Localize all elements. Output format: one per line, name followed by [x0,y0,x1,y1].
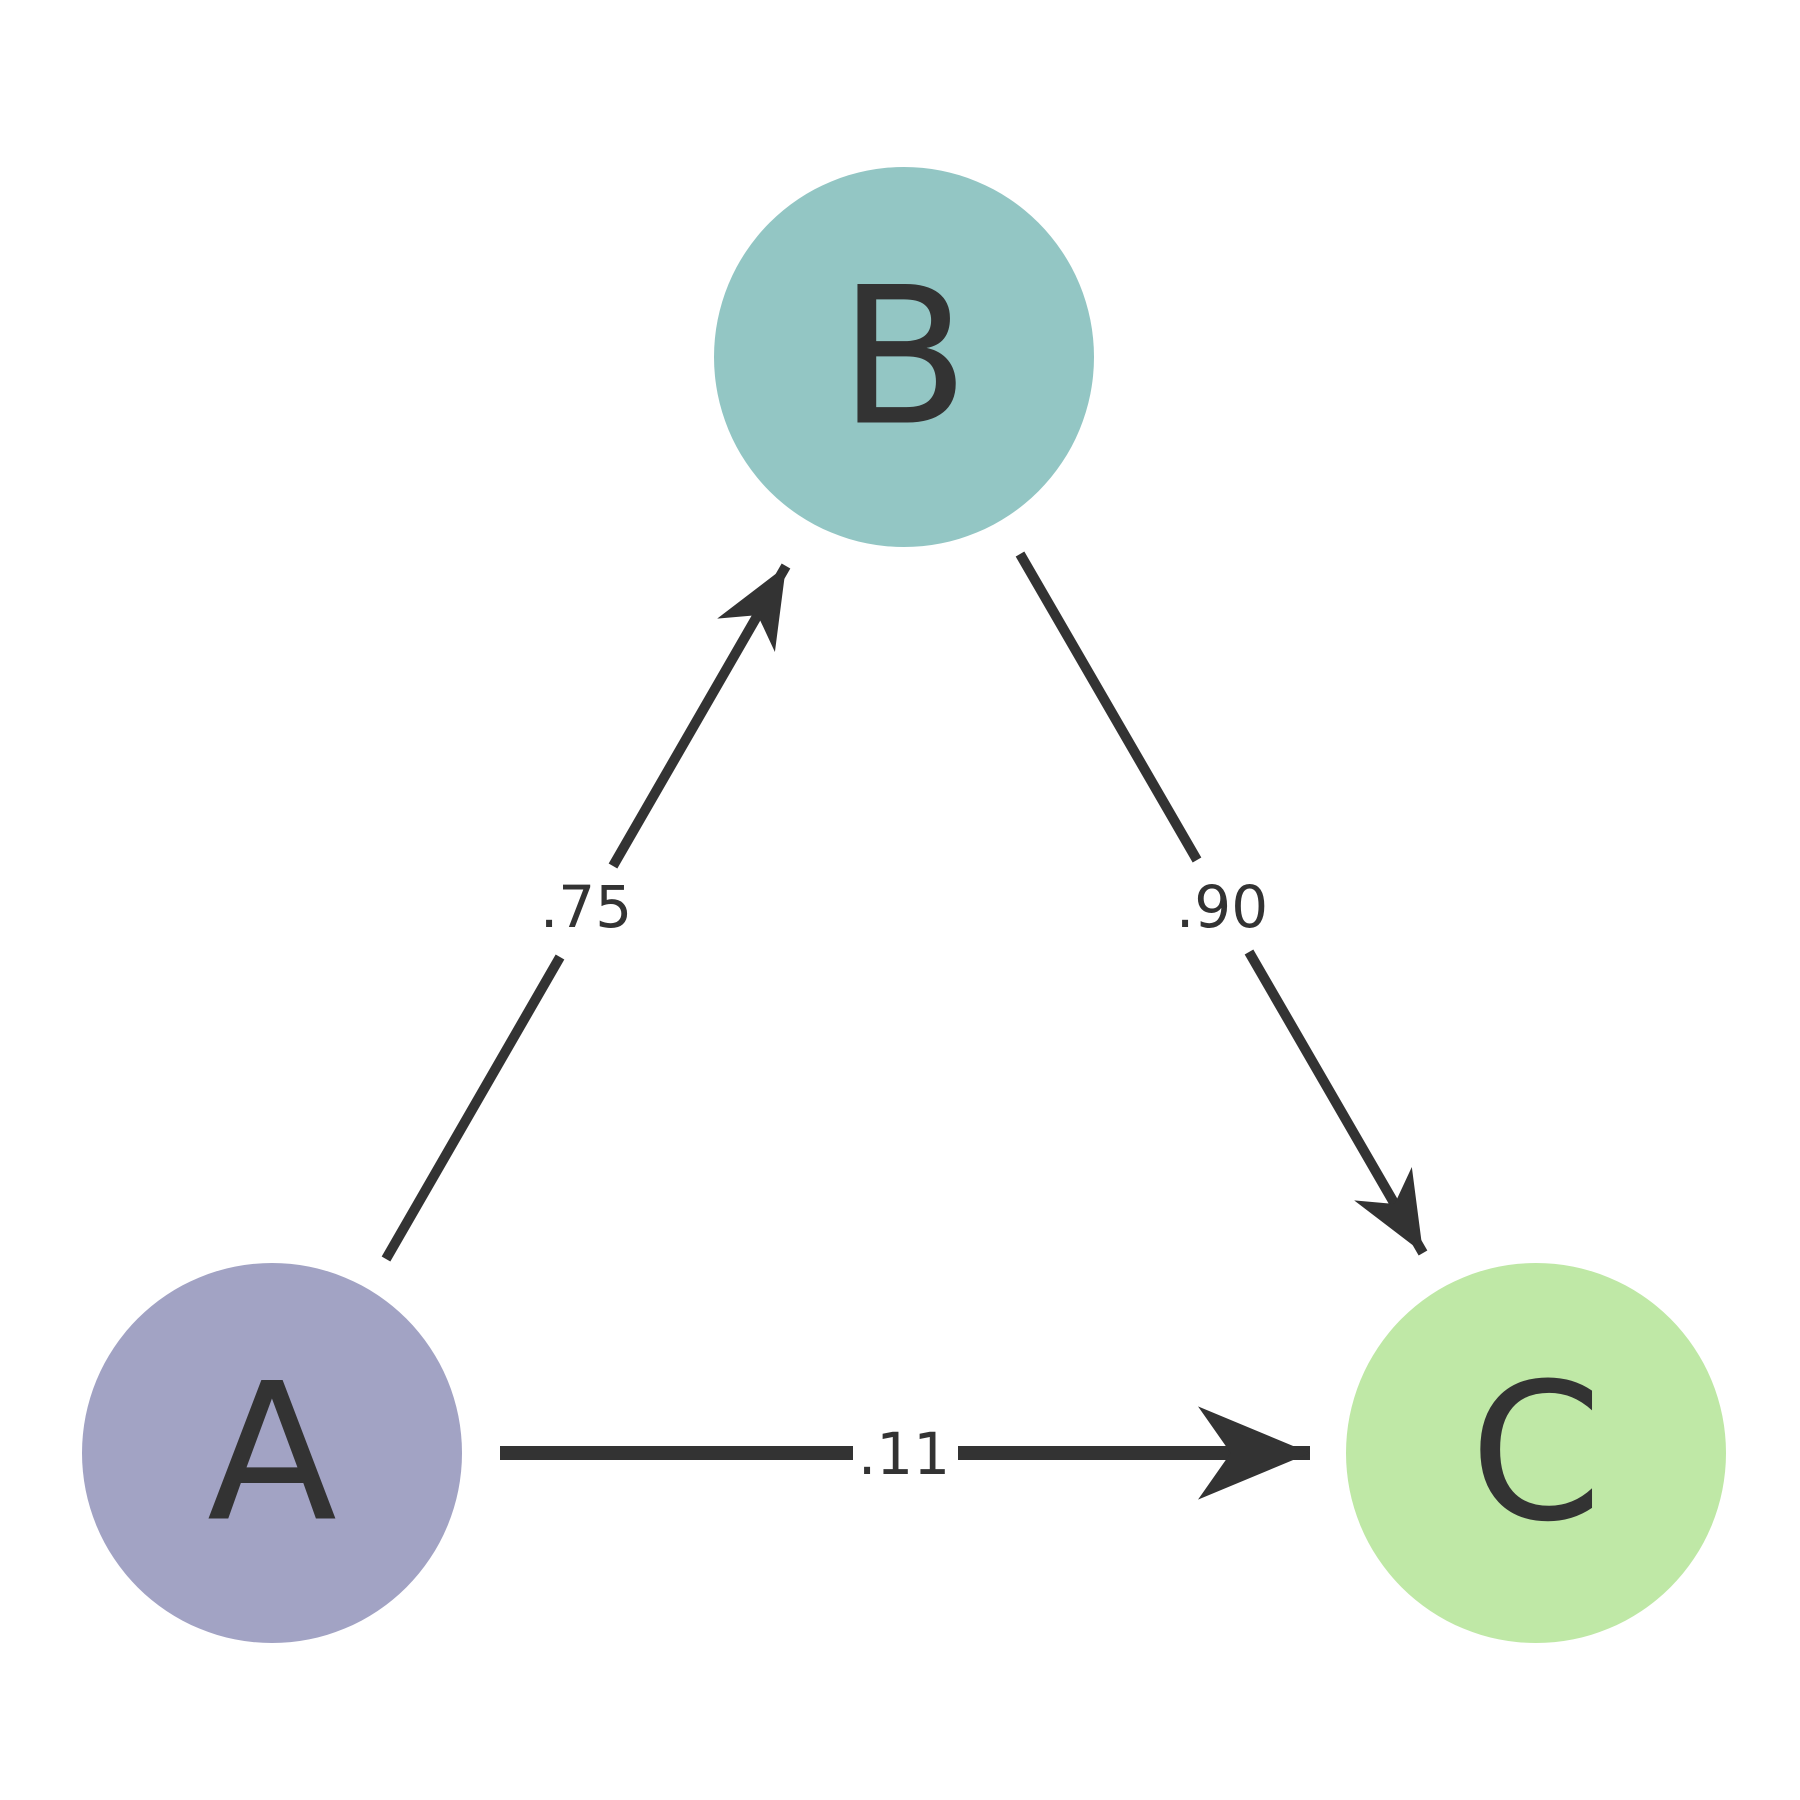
node-c: C [1346,1263,1726,1643]
edge-a-to-b-label: .75 [540,873,632,941]
node-b: B [714,167,1094,547]
node-a: A [82,1263,462,1643]
edge-a-to-b-line-start [381,954,565,1262]
node-b-circle [714,167,1094,547]
edge-a-to-c: .11 [500,1406,1310,1500]
node-a-label: A [207,1343,337,1564]
node-b-label: B [839,247,969,468]
edge-a-to-b-line-end [608,563,791,869]
edge-a-to-b: .75 [381,563,791,1262]
edge-b-to-c-line-end [1244,949,1428,1256]
edge-b-to-c-label: .90 [1176,873,1268,941]
edge-b-to-c-line-start [1015,551,1202,863]
edge-b-to-c: .90 [1015,551,1428,1256]
node-c-circle [1346,1263,1726,1643]
node-c-label: C [1470,1343,1603,1564]
node-a-circle [82,1263,462,1643]
edge-a-to-c-label: .11 [858,1420,950,1488]
